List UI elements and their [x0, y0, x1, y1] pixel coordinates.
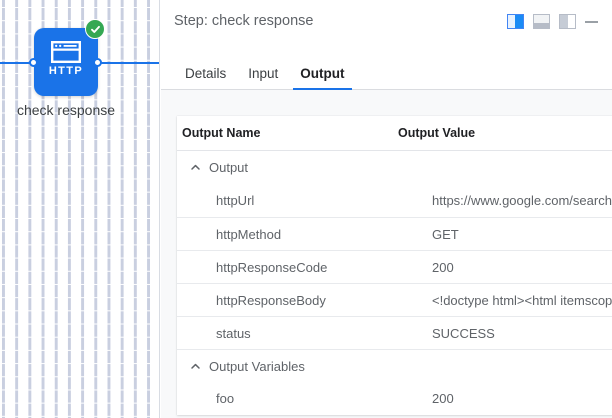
output-tab-content: Output Name Output Value Output	[161, 90, 612, 418]
group-label-cell: Output Variables	[181, 359, 406, 374]
chevron-up-icon[interactable]	[190, 361, 201, 372]
table-row[interactable]: httpMethod GET	[177, 217, 612, 250]
table-row[interactable]: httpResponseCode 200	[177, 250, 612, 283]
page-title: Step: check response	[174, 13, 314, 29]
workflow-canvas[interactable]: HTTP check response	[0, 0, 160, 418]
canvas-panel-divider	[159, 0, 160, 418]
layout-split-right-icon[interactable]	[507, 13, 524, 29]
workflow-node-http[interactable]: HTTP	[34, 28, 98, 96]
column-header-output-value: Output Value	[398, 126, 476, 140]
row-name: httpMethod	[216, 226, 282, 242]
success-check-icon	[85, 19, 105, 39]
table-row[interactable]: httpResponseBody <!doctype html><html it…	[177, 283, 612, 316]
table-row[interactable]: foo 200	[177, 382, 612, 415]
group-label: Output Variables	[209, 358, 305, 374]
http-node-icon-label: HTTP	[48, 65, 84, 77]
row-value: 200	[432, 391, 454, 406]
table-group-output[interactable]: Output	[177, 151, 612, 184]
table-group-output-variables[interactable]: Output Variables	[177, 349, 612, 382]
table-header-row: Output Name Output Value	[177, 116, 612, 151]
layout-split-left-icon[interactable]	[559, 13, 576, 29]
output-table: Output Name Output Value Output	[177, 116, 612, 415]
chevron-up-icon[interactable]	[190, 162, 201, 173]
row-value: GET	[432, 226, 459, 242]
layout-bottom-panel-icon[interactable]	[533, 13, 550, 29]
node-input-port[interactable]	[29, 58, 38, 67]
table-row[interactable]: httpUrl https://www.google.com/search?q=	[177, 184, 612, 217]
table-row[interactable]: status SUCCESS	[177, 316, 612, 349]
row-value: 200	[432, 259, 454, 275]
row-name: status	[216, 325, 251, 341]
row-name: httpResponseCode	[216, 259, 328, 275]
row-name: httpUrl	[216, 193, 255, 208]
step-details-panel: Step: check response Details Input Outpu…	[161, 0, 612, 418]
panel-tabs: Details Input Output	[161, 42, 612, 90]
panel-header: Step: check response	[161, 0, 612, 42]
group-label-cell: Output	[181, 160, 406, 175]
column-header-output-name: Output Name	[182, 126, 261, 140]
row-value: <!doctype html><html itemscope="	[432, 292, 612, 308]
tab-output[interactable]: Output	[289, 66, 355, 90]
row-value: https://www.google.com/search?q=	[432, 193, 612, 208]
panel-header-actions	[507, 13, 598, 29]
node-label: check response	[16, 102, 116, 118]
row-name: httpResponseBody	[216, 292, 326, 308]
node-output-port[interactable]	[93, 58, 102, 67]
http-node-icon: HTTP	[34, 41, 98, 77]
minimize-icon[interactable]	[585, 14, 598, 29]
tab-input[interactable]: Input	[248, 66, 279, 81]
row-value: SUCCESS	[432, 325, 495, 341]
tab-details[interactable]: Details	[185, 66, 227, 81]
group-label: Output	[209, 160, 249, 175]
row-name: foo	[216, 391, 235, 406]
